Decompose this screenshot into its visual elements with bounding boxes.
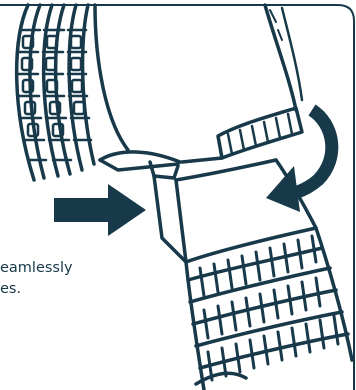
instruction-caption: eamlessly es.: [0, 258, 180, 300]
ribbed-rings: [14, 3, 96, 182]
twist-arrow-icon: [266, 104, 339, 212]
push-arrow-icon: [54, 184, 146, 236]
corrugated-hose: [184, 226, 354, 390]
caption-line-2: es.: [0, 281, 22, 297]
caption-line-1: eamlessly: [0, 260, 73, 276]
sleeve: [174, 158, 318, 264]
card-border: [0, 4, 355, 390]
rotating-ring: [180, 106, 304, 164]
fitting-body: [93, 3, 304, 264]
